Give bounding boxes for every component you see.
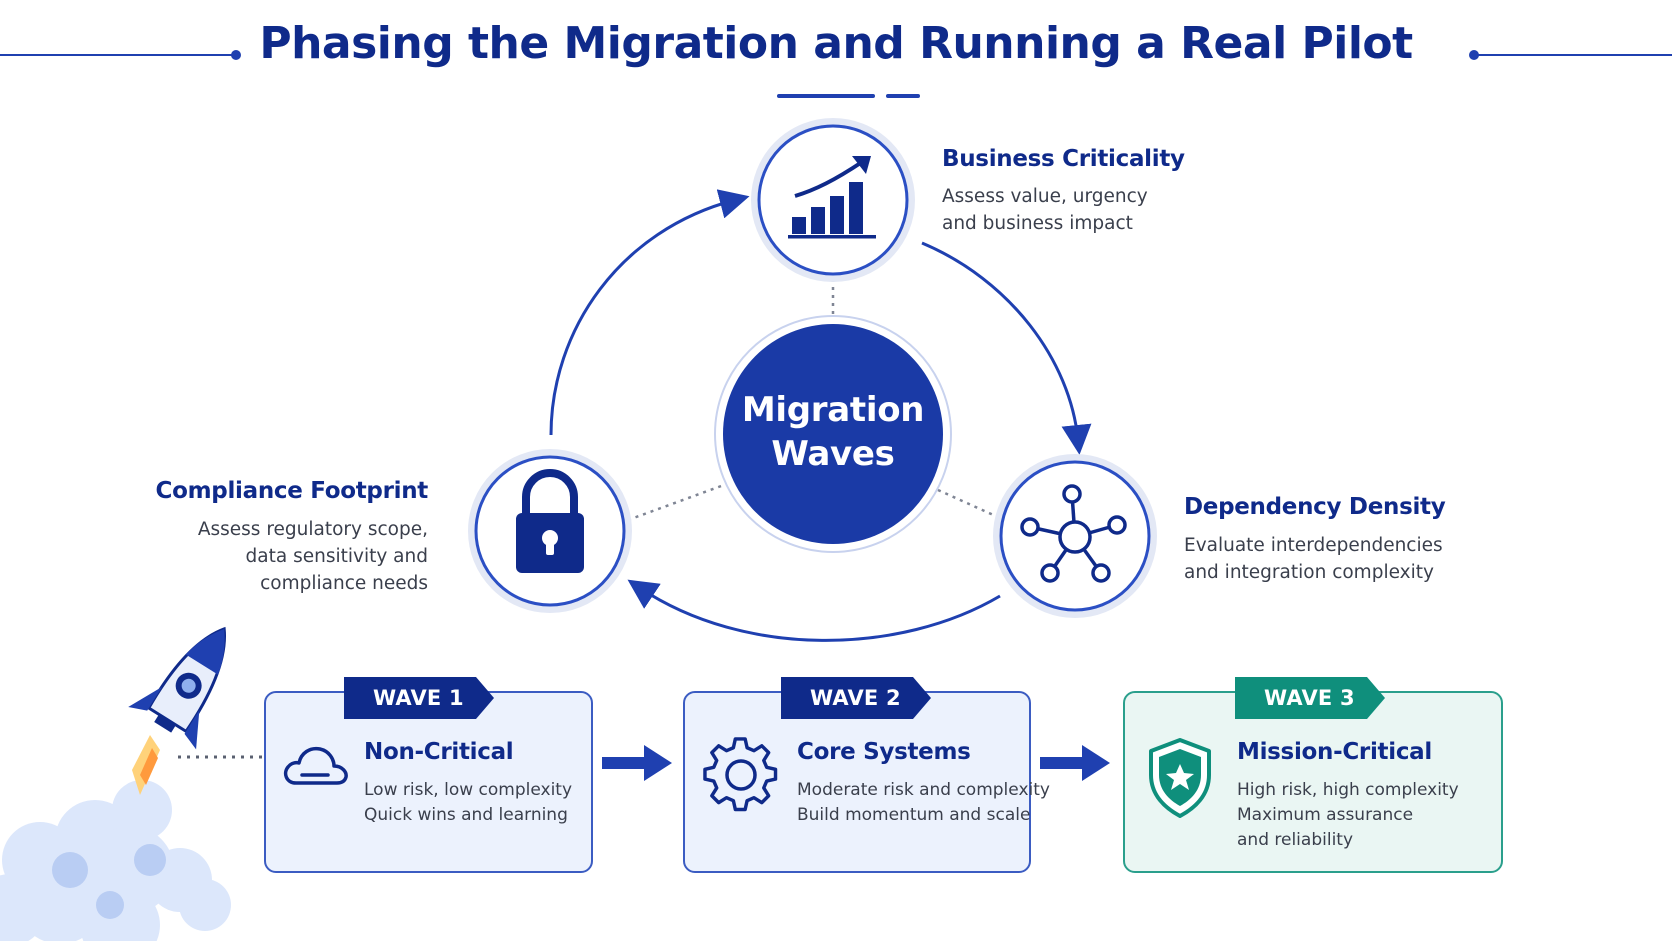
factor-desc-line: Assess value, urgency bbox=[942, 186, 1148, 207]
bar-chart-growth-icon bbox=[788, 156, 876, 239]
factor-desc-compliance-footprint: Assess regulatory scope, data sensitivit… bbox=[110, 516, 428, 597]
wave-desc-line: Moderate risk and complexity bbox=[797, 780, 1050, 800]
rocket-icon bbox=[0, 626, 231, 941]
padlock-icon bbox=[516, 469, 584, 573]
factor-title-dependency-density: Dependency Density bbox=[1184, 494, 1446, 520]
factor-desc-line: and business impact bbox=[942, 213, 1133, 234]
wave-arrow-2-to-3 bbox=[1040, 745, 1110, 781]
wave-desc-line: Quick wins and learning bbox=[364, 805, 568, 825]
wave-badge-1: WAVE 1 bbox=[344, 677, 494, 719]
wave-desc-line: Low risk, low complexity bbox=[364, 780, 573, 800]
cloud-icon bbox=[283, 746, 348, 785]
factor-title-compliance-footprint: Compliance Footprint bbox=[155, 478, 429, 504]
wave-title-3: Mission-Critical bbox=[1237, 739, 1432, 765]
wave-desc-line: and reliability bbox=[1237, 830, 1354, 850]
wave-badge-2: WAVE 2 bbox=[781, 677, 931, 719]
node-compliance-footprint bbox=[468, 449, 632, 613]
wave-desc-line: High risk, high complexity bbox=[1237, 780, 1459, 800]
cycle-arrow-left-to-top bbox=[549, 189, 750, 436]
wave-desc-3: High risk, high complexity Maximum assur… bbox=[1237, 778, 1459, 853]
wave-arrow-1-to-2 bbox=[602, 745, 672, 781]
factor-desc-line: and integration complexity bbox=[1184, 562, 1434, 583]
center-label-line1: Migration bbox=[741, 390, 925, 430]
cycle-arrow-top-to-right bbox=[921, 241, 1092, 455]
title-rule-left bbox=[0, 50, 241, 60]
wave-desc-line: Maximum assurance bbox=[1237, 805, 1414, 825]
connector-right bbox=[937, 488, 1001, 520]
wave-badge-3: WAVE 3 bbox=[1235, 677, 1385, 719]
network-nodes-icon bbox=[1020, 484, 1127, 583]
title-rule-right bbox=[1469, 50, 1672, 60]
wave-title-2: Core Systems bbox=[797, 739, 971, 765]
center-label-line2: Waves bbox=[771, 434, 895, 474]
factor-desc-dependency-density: Evaluate interdependencies and integrati… bbox=[1184, 532, 1443, 586]
connector-left bbox=[627, 483, 725, 522]
wave-card-1: Non-Critical Low risk, low complexity Qu… bbox=[264, 691, 593, 873]
factor-title-business-criticality: Business Criticality bbox=[942, 146, 1185, 172]
wave-title-1: Non-Critical bbox=[364, 739, 514, 765]
page-title: Phasing the Migration and Running a Real… bbox=[259, 18, 1413, 69]
title-underline bbox=[777, 94, 920, 98]
factor-desc-line: compliance needs bbox=[260, 573, 428, 594]
shield-star-icon bbox=[1149, 738, 1211, 818]
center-label: Migration Waves bbox=[713, 388, 953, 476]
gear-icon bbox=[703, 737, 778, 812]
factor-desc-line: data sensitivity and bbox=[245, 546, 428, 567]
factor-desc-line: Assess regulatory scope, bbox=[197, 519, 428, 540]
wave-desc-1: Low risk, low complexity Quick wins and … bbox=[364, 778, 572, 828]
wave-card-2: Core Systems Moderate risk and complexit… bbox=[683, 691, 1050, 873]
node-business-criticality bbox=[751, 118, 915, 282]
wave-desc-line: Build momentum and scale bbox=[797, 805, 1031, 825]
cycle-arrow-right-to-left bbox=[627, 579, 1001, 642]
node-dependency-density bbox=[993, 454, 1157, 618]
wave-card-3: Mission-Critical High risk, high complex… bbox=[1123, 691, 1503, 873]
factor-desc-line: Evaluate interdependencies bbox=[1184, 535, 1443, 556]
wave-desc-2: Moderate risk and complexity Build momen… bbox=[797, 778, 1050, 828]
center-hub bbox=[714, 315, 952, 553]
factor-desc-business-criticality: Assess value, urgency and business impac… bbox=[942, 183, 1148, 237]
